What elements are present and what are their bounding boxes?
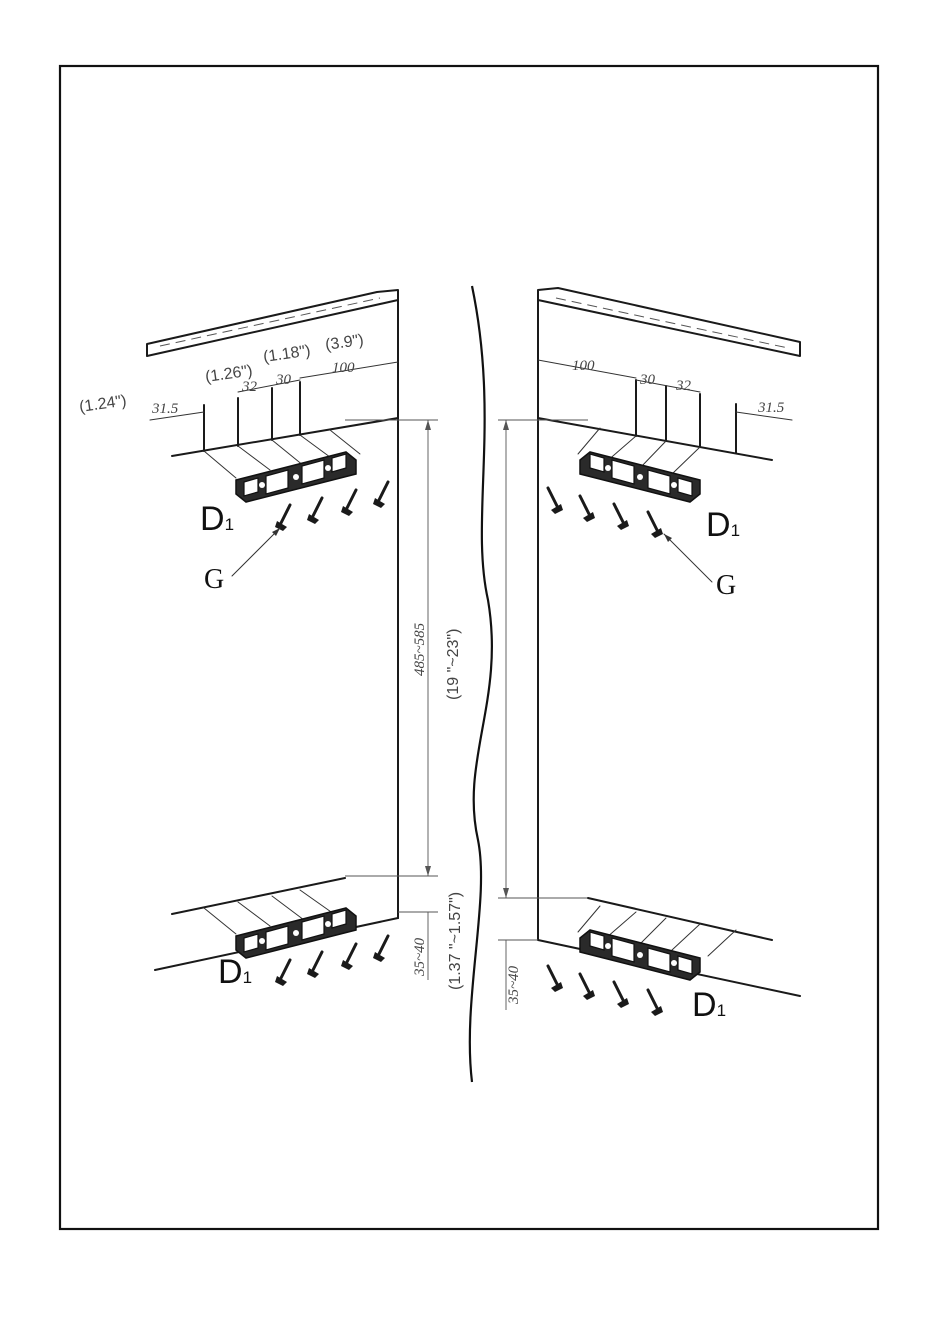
part-label-d1-left-top: D1 [200,500,234,538]
dim-100-right: 100 [572,358,595,374]
screw-label-g-left: G [204,564,224,595]
right-panel [498,288,800,1016]
bracket-right-bottom [580,930,700,980]
dim-in-3-9: (3.9") [324,332,365,354]
dim-31-5-right: 31.5 [757,400,785,416]
screw-icon [580,974,595,1000]
screw-icon [307,952,322,978]
dim-bottom-mm-left: 35~40 [412,937,428,977]
dim-31-5-left: 31.5 [151,401,179,417]
screw-icon [341,490,356,516]
screw-icon [307,498,322,524]
screw-icon [373,936,388,962]
screw-icon [580,496,595,522]
part-label-d1-right-top: D1 [706,506,740,544]
part-label-d1-right-bottom: D1 [692,986,726,1024]
part-label-d1-left-bottom: D1 [218,953,252,991]
dim-30-left: 30 [275,372,292,388]
bracket-left-bottom [236,908,356,958]
break-line [470,286,492,1082]
dim-32-right: 32 [675,378,692,394]
dim-vertical-in: (19 "~23") [445,629,462,700]
screw-icon [648,990,663,1016]
dim-bottom-mm-right: 35~40 [506,965,522,1005]
dim-bottom-in: (1.37 "~1.57") [447,892,464,990]
screw-icon [275,505,290,531]
screw-icon [648,512,663,538]
screw-icon [341,944,356,970]
screw-icon [614,504,629,530]
screw-icon [548,488,563,514]
dim-in-1-18: (1.18") [262,343,311,366]
dim-in-1-24: (1.24") [78,393,127,416]
dim-32-left: 32 [241,379,258,395]
dim-100-left: 100 [332,360,355,376]
screw-icon [275,960,290,986]
screw-icon [373,482,388,508]
screw-label-g-right: G [716,570,736,601]
bracket-right-top [580,452,700,502]
screw-icon [548,966,563,992]
dim-vertical-mm: 485~585 [412,622,428,676]
dim-30-right: 30 [639,372,656,388]
screw-icon [614,982,629,1008]
left-panel [147,290,438,986]
